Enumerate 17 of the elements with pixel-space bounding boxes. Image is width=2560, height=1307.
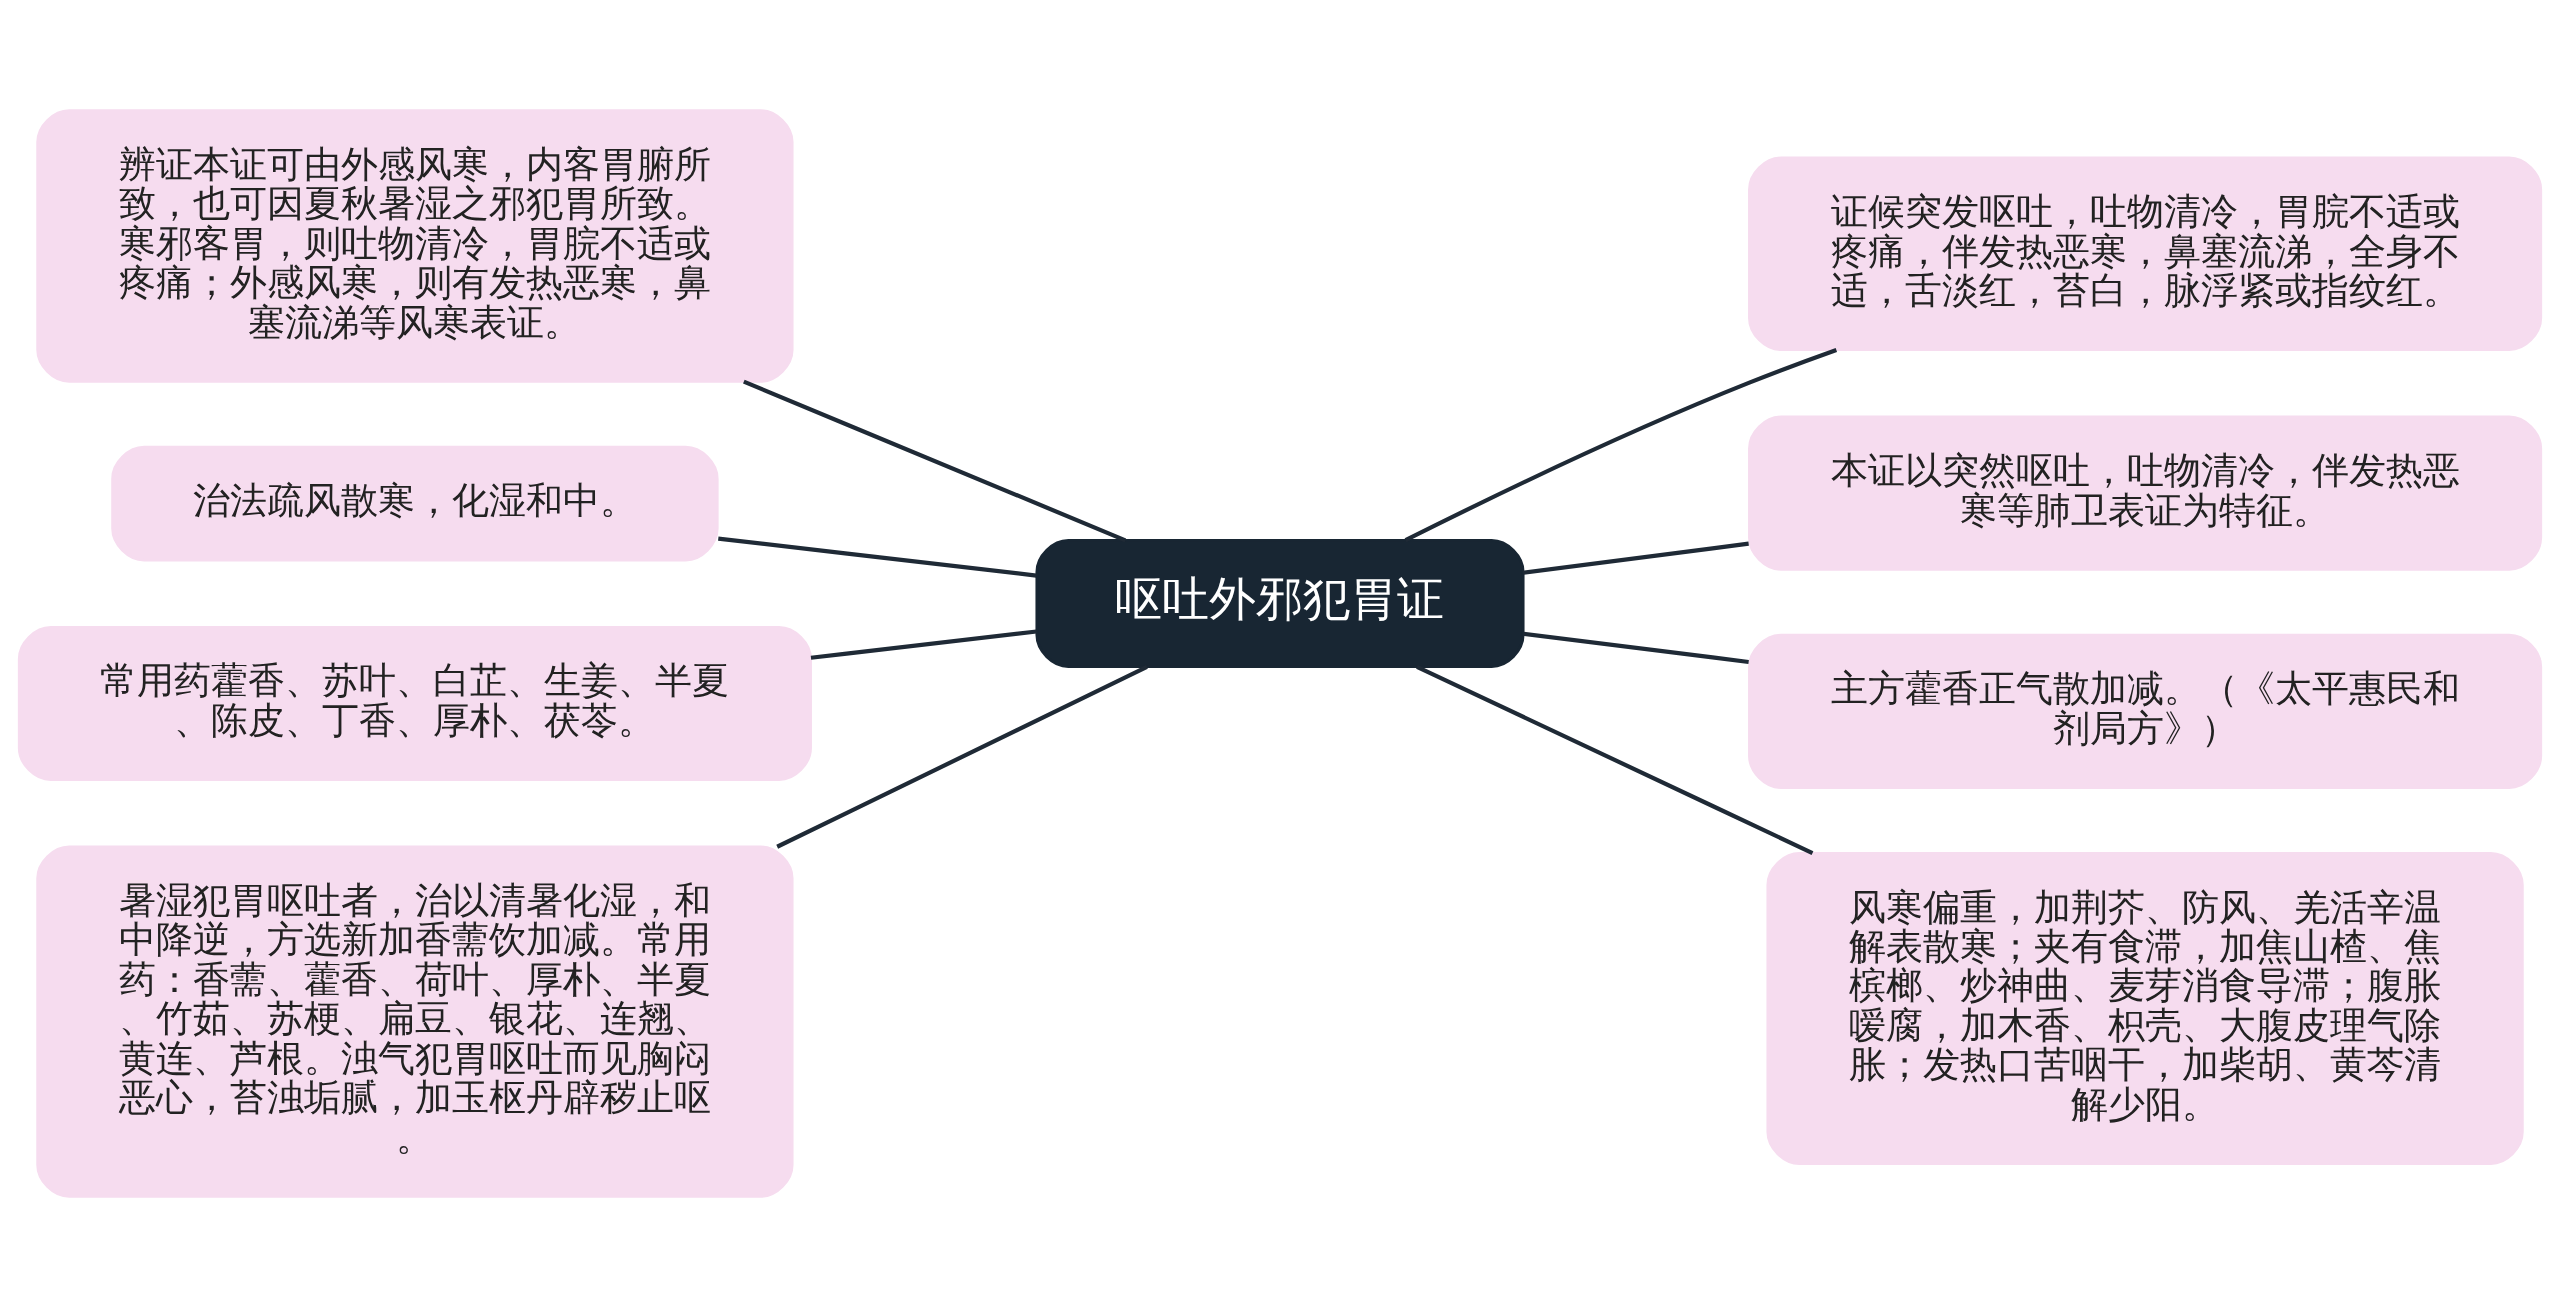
connector: [776, 665, 1148, 849]
connector: [1523, 541, 1749, 575]
connector: [718, 536, 1037, 578]
node-box: 常用药藿香、苏叶、白芷、生姜、半夏、陈皮、丁香、厚朴、茯苓。: [17, 625, 812, 782]
node-box: 治法疏风散寒，化湿和中。: [111, 445, 719, 562]
node-box: 暑湿犯胃呕吐者，治以清暑化湿，和中降逆，方选新加香薷饮加减。常用药：香薷、藿香、荷叶、厚朴、半夏、竹茹、苏梗、扁豆、银花、连翘、黄连、芦根。浊气犯胃呕吐而见胸闷恶心，苔浊垢腻，加玉枢丹辟秽止呕。: [36, 845, 794, 1198]
node-box: 呕吐外邪犯胃证: [1035, 539, 1525, 668]
node-box: 主方藿香正气散加减。（《太平惠民和剂局方》）: [1748, 633, 2543, 789]
node-box: 本证以突然呕吐，吐物清冷，伴发热恶寒等肺卫表证为特征。: [1748, 415, 2543, 571]
node-box: 证候突发呕吐，吐物清冷，胃脘不适或疼痛，伴发热恶寒，鼻塞流涕，全身不适，舌淡红，苔白，脉浮紧或指纹红。: [1748, 156, 2543, 352]
connector: [1404, 348, 1838, 543]
connector: [1416, 664, 1814, 855]
connector: [1523, 631, 1749, 665]
node-box: 辨证本证可由外感风寒，内客胃腑所致，也可因夏秋暑湿之邪犯胃所致。寒邪客胃，则吐物清冷，胃脘不适或疼痛；外感风寒，则有发热恶寒，鼻塞流涕等风寒表证。: [36, 109, 794, 383]
connector: [810, 629, 1037, 660]
connector: [743, 379, 1127, 543]
node-box: 风寒偏重，加荆芥、防风、羌活辛温解表散寒；夹有食滞，加焦山楂、焦槟榔、炒神曲、麦芽消食导滞；腹胀嗳腐，加木香、枳壳、大腹皮理气除胀；发热口苦咽干，加柴胡、黄芩清解少阳。: [1766, 852, 2524, 1165]
